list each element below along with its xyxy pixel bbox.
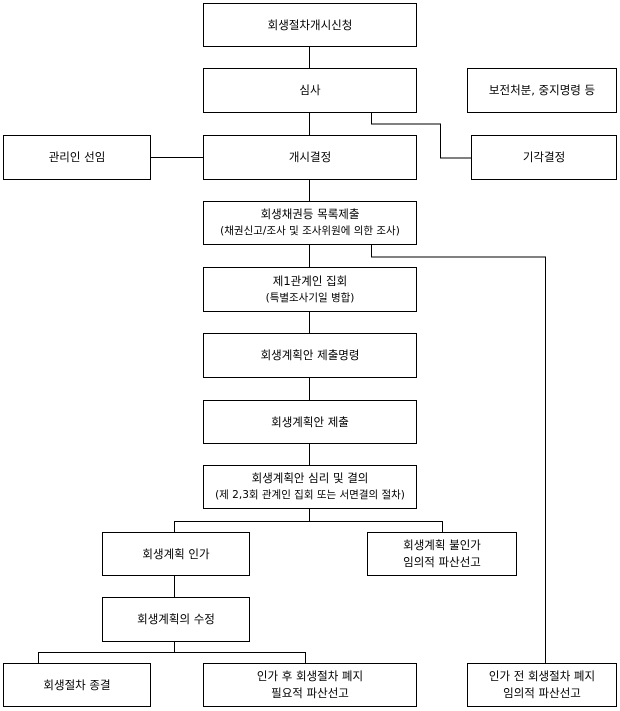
post-approval-abolition-box: 인가 후 회생절차 폐지 필요적 파산선고 (203, 663, 417, 707)
plan-deliberation-label: 회생계획안 심리 및 결의 (251, 471, 369, 485)
first-meeting-box: 제1관계인 집회 (특별조사기일 병합) (203, 267, 417, 312)
plan-approval-box: 회생계획 인가 (102, 532, 250, 576)
plan-approval-label: 회생계획 인가 (142, 546, 210, 561)
pre-approval-abolition-box: 인가 전 회생절차 폐지 임의적 파산선고 (467, 663, 617, 707)
commence-label: 개시결정 (288, 150, 332, 164)
plan-submit-box: 회생계획안 제출 (203, 400, 417, 444)
dismiss-label: 기각결정 (522, 150, 566, 164)
plan-deliberation-box: 회생계획안 심리 및 결의 (제 2,3회 관계인 집회 또는 서면결의 절차) (203, 465, 417, 509)
connector-claims-abolition (371, 245, 546, 663)
preservation-box: 보전처분, 중지명령 등 (467, 68, 617, 113)
post-approval-abolition-sublabel: 필요적 파산선고 (271, 686, 349, 700)
pre-approval-abolition-sublabel: 임의적 파산선고 (503, 686, 581, 700)
termination-label: 회생절차 종결 (43, 677, 111, 692)
claims-list-sublabel: (채권신고/조사 및 조사위원에 의한 조사) (220, 225, 400, 237)
first-meeting-label: 제1관계인 집회 (272, 273, 348, 288)
review-box: 심사 (203, 68, 417, 113)
admin-select-box: 관리인 선임 (3, 135, 151, 180)
plan-order-label: 회생계획안 제출명령 (260, 348, 360, 362)
claims-list-label: 회생채권등 목록제출 (260, 207, 360, 221)
claims-list-box: 회생채권등 목록제출 (채권신고/조사 및 조사위원에 의한 조사) (203, 201, 417, 245)
plan-order-box: 회생계획안 제출명령 (203, 333, 417, 378)
first-meeting-sublabel: (특별조사기일 병합) (265, 291, 355, 304)
petition-box: 회생절차개시신청 (203, 3, 417, 47)
pre-approval-abolition-label: 인가 전 회생절차 폐지 (488, 669, 596, 683)
connector-review-dismiss (371, 113, 471, 159)
commence-box: 개시결정 (203, 135, 417, 180)
admin-select-label: 관리인 선임 (48, 150, 106, 164)
preservation-label: 보전처분, 중지명령 등 (488, 83, 596, 97)
plan-rejection-label: 회생계획 불인가 (403, 538, 481, 552)
plan-rejection-box: 회생계획 불인가 임의적 파산선고 (367, 532, 517, 576)
plan-submit-label: 회생계획안 제출 (271, 414, 349, 429)
review-label: 심사 (299, 83, 321, 97)
plan-amendment-box: 회생계획의 수정 (102, 597, 250, 642)
petition-label: 회생절차개시신청 (267, 17, 353, 32)
post-approval-abolition-label: 인가 후 회생절차 폐지 (256, 669, 364, 683)
dismiss-box: 기각결정 (471, 135, 617, 180)
plan-amendment-label: 회생계획의 수정 (137, 612, 215, 626)
plan-rejection-sublabel: 임의적 파산선고 (403, 555, 481, 569)
termination-box: 회생절차 종결 (3, 663, 151, 707)
plan-deliberation-sublabel: (제 2,3회 관계인 집회 또는 서면결의 절차) (215, 489, 405, 501)
